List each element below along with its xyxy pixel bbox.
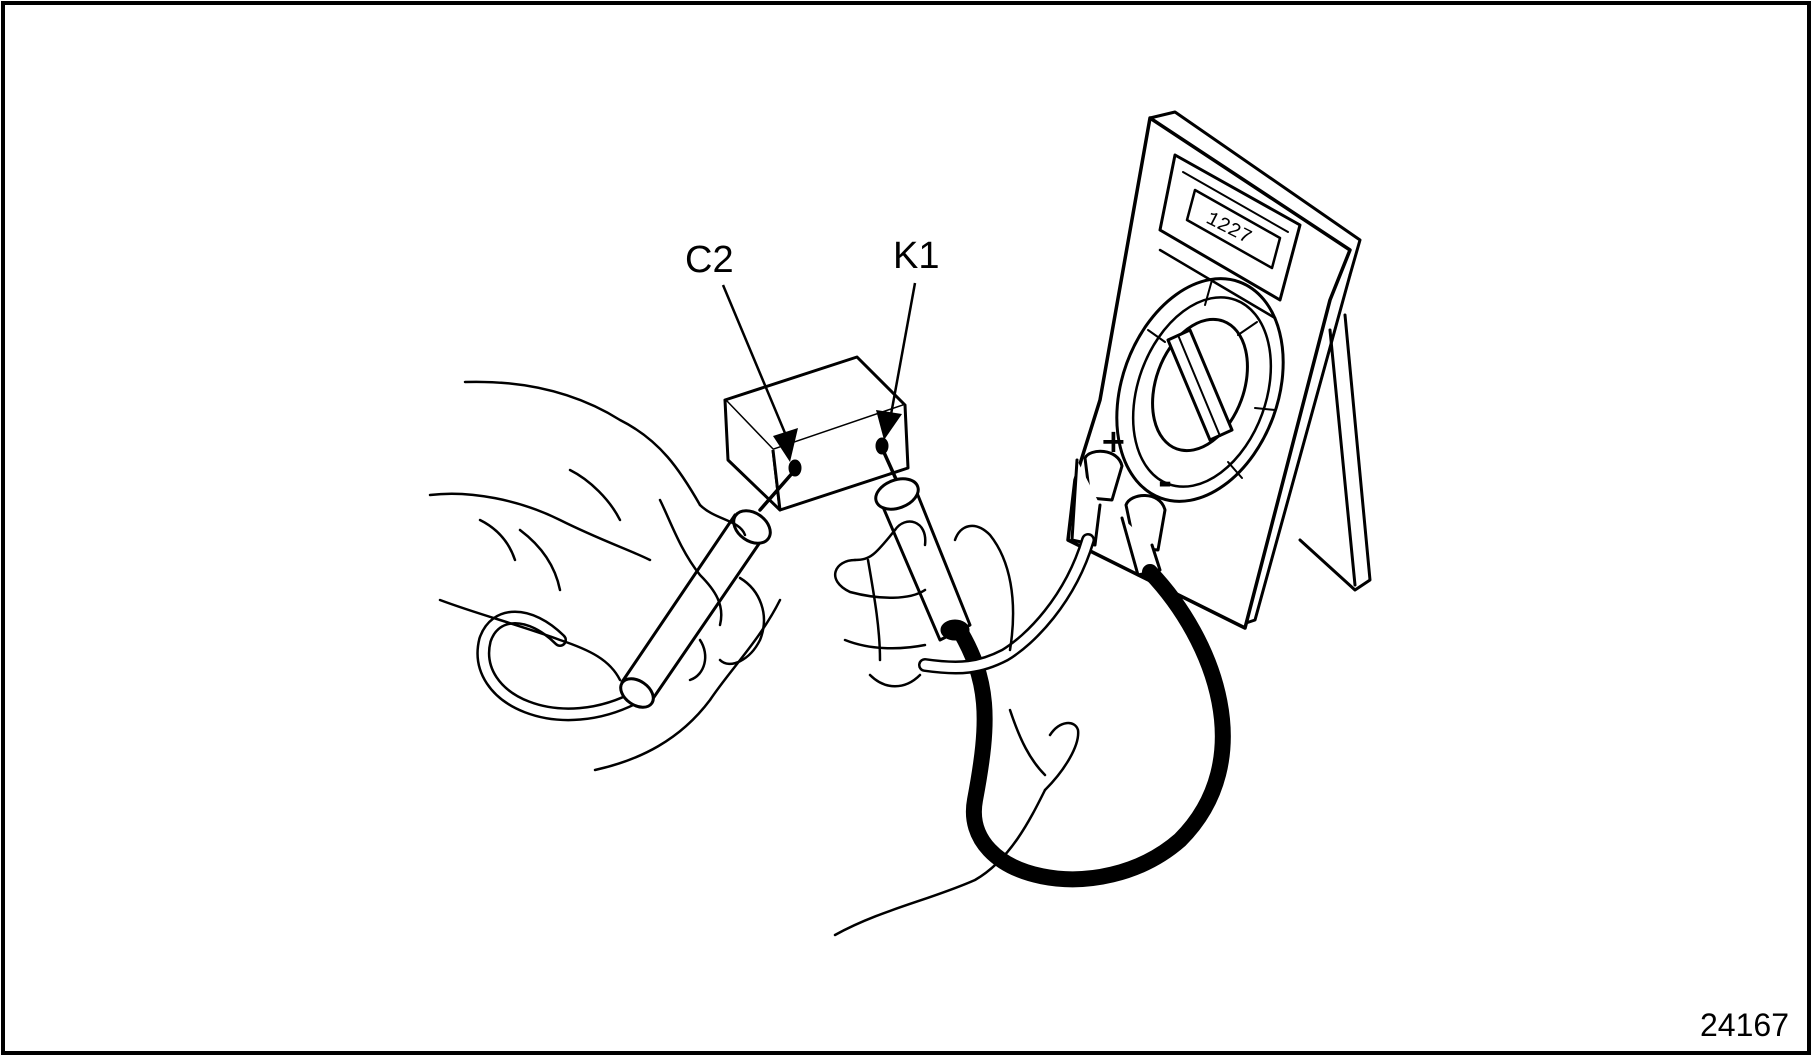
- meter-display-window: [1158, 153, 1302, 302]
- meter-stand: [1298, 313, 1372, 592]
- callouts: C2 K1: [685, 235, 939, 462]
- meter-selector-knob: [1151, 317, 1249, 453]
- meter-lcd: [1185, 188, 1282, 270]
- leader-line-c2: [721, 284, 792, 446]
- meter-knob-pointer: [1166, 328, 1234, 442]
- test-leads: [476, 533, 1231, 888]
- right-hand: [833, 520, 1080, 937]
- probe-c2-handle: [620, 513, 767, 702]
- callout-label-k1: K1: [893, 235, 939, 277]
- figure-number: 24167: [1700, 1007, 1789, 1043]
- callout-label-c2: C2: [685, 239, 734, 281]
- meter-jack-positive: [1083, 449, 1124, 502]
- meter-dial-ring: [1115, 277, 1285, 503]
- meter-minus-symbol: -: [1158, 463, 1172, 503]
- multimeter: 1227 + -: [1066, 110, 1372, 630]
- probes: [619, 446, 972, 709]
- probe-c2-tip: [758, 468, 797, 512]
- probe-k1-handle: [878, 486, 972, 642]
- arrowhead-c2: [773, 428, 798, 462]
- relay-component: [723, 355, 910, 512]
- leader-line-k1: [888, 282, 917, 421]
- arrowhead-k1: [876, 410, 902, 440]
- black-test-lead: [949, 564, 1231, 888]
- left-hand: [428, 380, 782, 772]
